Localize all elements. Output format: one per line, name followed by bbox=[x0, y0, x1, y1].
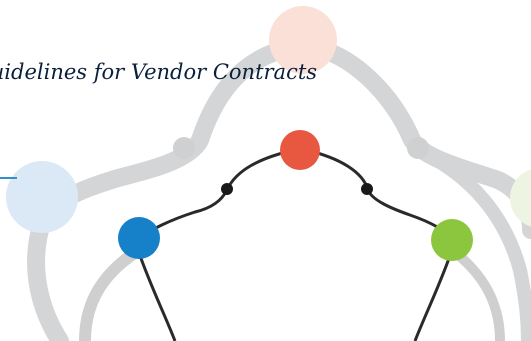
inner-curve-lower-left bbox=[136, 249, 177, 341]
inner-curve-left bbox=[138, 148, 295, 240]
outer-arc-lower-right bbox=[411, 143, 531, 341]
page-title: Guidelines for Vendor Contracts bbox=[0, 60, 318, 84]
gray-junction-left bbox=[173, 137, 195, 159]
dark-junction-left bbox=[221, 183, 233, 195]
inner-bottom-arc-left bbox=[79, 244, 143, 341]
node-blue bbox=[118, 217, 160, 259]
node-red bbox=[280, 130, 320, 170]
inner-curve-lower-right bbox=[413, 249, 454, 341]
dark-junction-right bbox=[361, 183, 373, 195]
node-green bbox=[431, 219, 473, 261]
node-light-blue bbox=[6, 161, 78, 233]
inner-bottom-arc-right bbox=[448, 246, 505, 341]
gray-junction-right bbox=[407, 137, 429, 159]
outer-arc-left bbox=[27, 39, 297, 341]
node-light-green bbox=[510, 169, 531, 227]
node-peach bbox=[269, 6, 337, 74]
inner-curve-right bbox=[305, 148, 452, 239]
